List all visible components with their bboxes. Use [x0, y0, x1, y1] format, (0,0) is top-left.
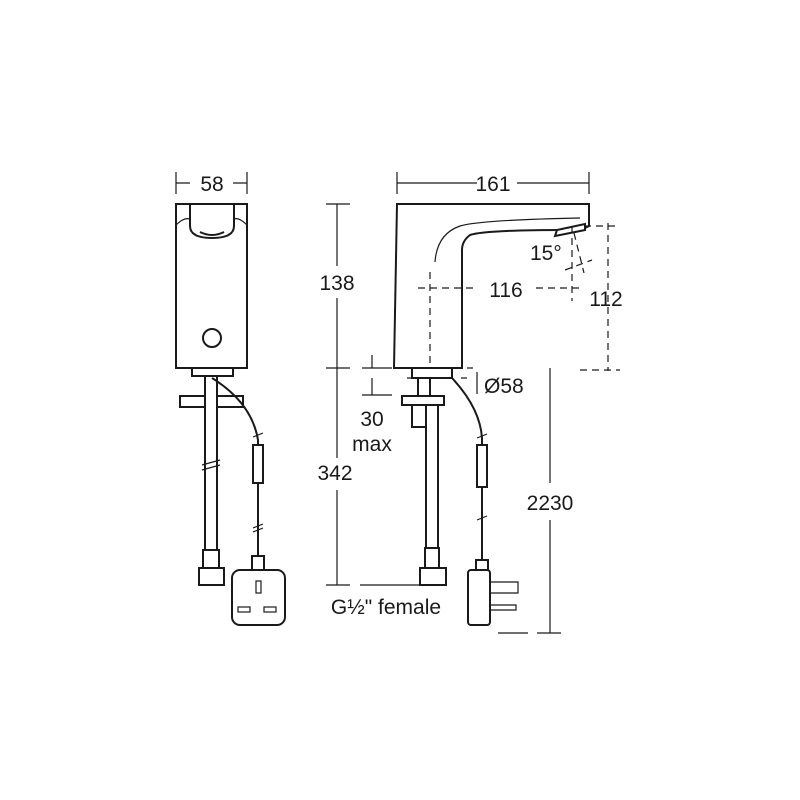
front-view: 58	[175, 172, 286, 626]
body-contour-front	[175, 218, 248, 226]
sensor-icon	[202, 328, 222, 348]
cable-length-dimension-line	[498, 368, 561, 634]
deck-thickness-label: 30	[360, 408, 383, 431]
fixing-nut-side	[411, 404, 427, 428]
cable-strain-relief-side	[475, 559, 489, 571]
hose-ferrule-side	[424, 547, 440, 569]
power-cable-side	[451, 377, 483, 568]
plug-pin-left	[237, 606, 251, 613]
front-width-dimension-line	[175, 172, 248, 194]
reach-label: 116	[489, 279, 522, 302]
spout-height-label: 112	[589, 288, 622, 311]
power-cable	[211, 377, 259, 570]
base-diameter-label: Ø58	[484, 375, 524, 398]
plug-pin-earth	[255, 580, 262, 594]
body-contour	[434, 217, 581, 263]
hose-nut	[198, 567, 225, 586]
front-width-label: 58	[200, 173, 223, 196]
aerator-recess	[189, 204, 235, 240]
cable-break-mark-side	[476, 433, 488, 521]
base-diameter-dimension-line	[461, 367, 478, 394]
side-width-dimension-line	[396, 172, 590, 194]
cable-connector-side	[476, 444, 488, 488]
plug-pin-right	[263, 606, 277, 613]
supply-hose-side	[425, 404, 439, 556]
hose-ferrule	[202, 549, 220, 569]
supply-hose	[204, 375, 218, 565]
cable-length-label: 2230	[527, 492, 574, 515]
height-label: 138	[319, 272, 354, 295]
base-plate-side	[411, 367, 453, 379]
hose-nut-side	[419, 567, 447, 586]
plug-prongs	[490, 581, 519, 611]
fixing-bracket-side	[401, 395, 445, 406]
cable-strain-relief	[251, 555, 265, 571]
threaded-rod	[417, 377, 431, 397]
plug-side	[467, 569, 491, 626]
hose-length-dimension-line	[326, 368, 420, 586]
angle-label: 15°	[530, 242, 562, 265]
base-plate	[191, 367, 234, 377]
spout-outlet	[553, 222, 586, 238]
plug-front	[231, 569, 286, 626]
connection-label: G½" female	[331, 596, 441, 619]
side-width-label: 161	[475, 173, 510, 196]
cable-connector	[252, 444, 264, 484]
side-view: 161 15° 116 112 138 30 max 342 Ø58 2230 …	[317, 172, 623, 634]
height-dimension-line	[326, 203, 392, 369]
tap-body-front	[175, 203, 248, 369]
deck-thickness-note: max	[352, 433, 392, 456]
cable-break-mark	[252, 432, 264, 533]
deck-thickness-dimension-line	[362, 355, 412, 396]
hose-break-mark	[201, 459, 221, 471]
aerator	[199, 231, 225, 236]
construction-lines	[418, 223, 620, 371]
hose-length-label: 342	[317, 462, 352, 485]
